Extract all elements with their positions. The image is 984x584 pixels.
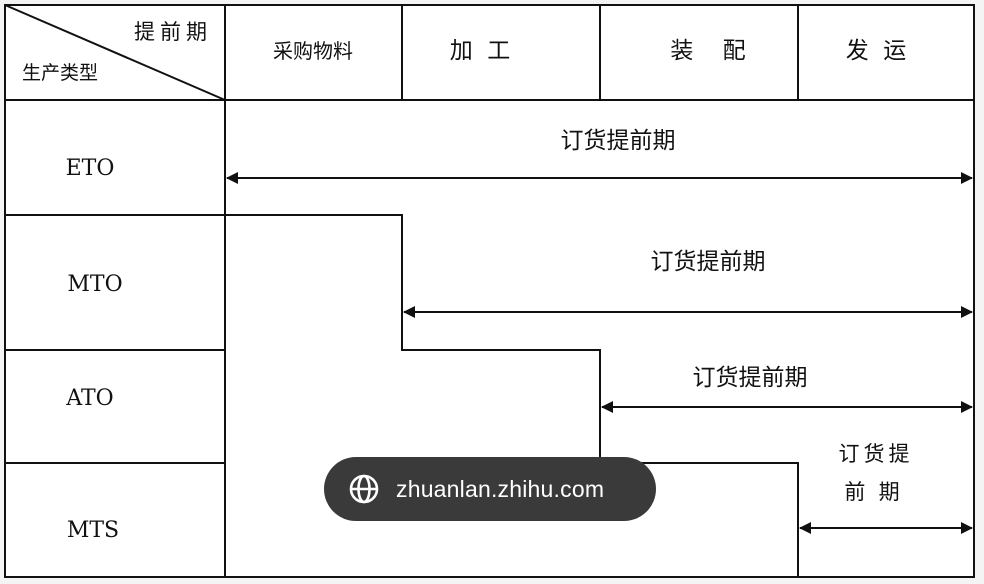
globe-icon bbox=[349, 474, 379, 504]
lead-time-label-ato: 订货提前期 bbox=[693, 365, 808, 391]
lead-time-label-mts-line2: 前 期 bbox=[844, 480, 899, 504]
lead-time-label-mts-line1: 订货提 bbox=[839, 442, 914, 466]
phase-processing: 加 工 bbox=[450, 38, 511, 64]
type-eto: ETO bbox=[66, 156, 115, 181]
header-corner-top: 提前期 bbox=[134, 20, 212, 44]
lead-time-label-mto: 订货提前期 bbox=[651, 249, 766, 275]
staircase-line bbox=[225, 214, 799, 577]
lead-time-label-eto: 订货提前期 bbox=[561, 128, 676, 154]
phase-shipping: 发 运 bbox=[846, 38, 907, 64]
type-mts: MTS bbox=[67, 518, 119, 543]
phase-assembly: 装 配 bbox=[670, 38, 745, 64]
type-mto: MTO bbox=[67, 272, 122, 297]
header-diagonal bbox=[4, 4, 226, 101]
phase-procurement: 采购物料 bbox=[273, 39, 353, 63]
watermark-url: zhuanlan.zhihu.com bbox=[396, 475, 605, 502]
type-ato: ATO bbox=[65, 386, 113, 411]
header-corner-bottom: 生产类型 bbox=[22, 62, 98, 84]
source-watermark: zhuanlan.zhihu.com bbox=[324, 457, 656, 521]
